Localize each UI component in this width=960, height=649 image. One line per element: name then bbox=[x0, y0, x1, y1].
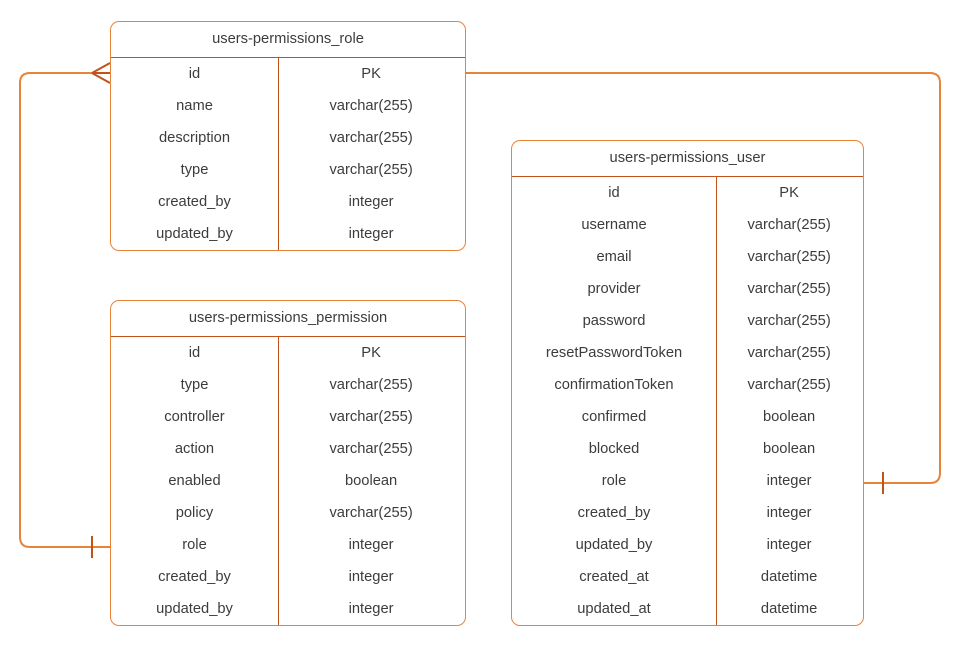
field-name: created_by bbox=[158, 194, 231, 210]
field-type: varchar(255) bbox=[747, 313, 831, 329]
entity-fields-permission: id type controller action enabled policy role c… bbox=[111, 336, 465, 625]
field-name: updated_by bbox=[156, 226, 233, 242]
field-name: type bbox=[180, 162, 209, 178]
field-type: integer bbox=[348, 601, 394, 617]
entity-fields-user: id username email provider password resetPass… bbox=[512, 176, 863, 625]
cardinality-many-prong-2 bbox=[91, 72, 111, 84]
field-name: created_at bbox=[579, 569, 649, 585]
field-type: integer bbox=[766, 537, 812, 553]
field-name-column-permission: id type controller action enabled policy role c… bbox=[111, 337, 278, 625]
field-name: name bbox=[176, 98, 213, 114]
field-type: boolean bbox=[762, 409, 816, 425]
entity-title-role: users-permissions_role bbox=[212, 31, 364, 47]
cardinality-many-prong-0 bbox=[91, 62, 111, 74]
field-name: updated_by bbox=[156, 601, 233, 617]
field-type: boolean bbox=[344, 473, 398, 489]
field-type: varchar(255) bbox=[329, 162, 413, 178]
field-name: enabled bbox=[168, 473, 221, 489]
field-name: updated_by bbox=[575, 537, 653, 553]
field-type: boolean bbox=[762, 441, 816, 457]
field-type: varchar(255) bbox=[747, 281, 831, 297]
field-type: PK bbox=[361, 345, 381, 361]
field-name: email bbox=[596, 249, 632, 265]
field-name: role bbox=[182, 537, 207, 553]
field-name: type bbox=[180, 377, 209, 393]
field-type: varchar(255) bbox=[329, 505, 413, 521]
field-type: integer bbox=[766, 473, 812, 489]
field-type: integer bbox=[348, 569, 394, 585]
field-name: id bbox=[188, 66, 201, 82]
field-type: PK bbox=[361, 66, 381, 82]
field-name: username bbox=[581, 217, 647, 233]
field-type: datetime bbox=[760, 601, 818, 617]
field-type: integer bbox=[348, 226, 394, 242]
field-name: description bbox=[158, 130, 231, 146]
field-name: id bbox=[608, 185, 620, 201]
field-name: updated_at bbox=[577, 601, 651, 617]
field-type-column-role: PK varchar(255) varchar(255) varchar(255) in… bbox=[278, 58, 464, 250]
field-type: varchar(255) bbox=[329, 130, 413, 146]
column-divider bbox=[278, 337, 280, 625]
field-type: varchar(255) bbox=[747, 249, 831, 265]
field-name: created_by bbox=[158, 569, 231, 585]
relationship-line bbox=[19, 72, 110, 548]
field-type: varchar(255) bbox=[747, 345, 831, 361]
entity-title-user: users-permissions_user bbox=[609, 150, 766, 166]
field-name: confirmed bbox=[581, 409, 647, 425]
field-type: PK bbox=[779, 185, 799, 201]
entity-title-permission: users-permissions_permission bbox=[188, 310, 388, 326]
field-name: controller bbox=[164, 409, 225, 425]
field-name-column-role: id name description type created_by updated_b… bbox=[111, 58, 278, 250]
field-name: role bbox=[601, 473, 627, 489]
field-name: confirmationToken bbox=[554, 377, 674, 393]
column-divider bbox=[716, 177, 718, 625]
field-type-column-user: PK varchar(255) varchar(255) varchar(255) va… bbox=[716, 177, 862, 625]
field-type: varchar(255) bbox=[329, 377, 413, 393]
field-type: varchar(255) bbox=[329, 98, 413, 114]
field-type: datetime bbox=[760, 569, 818, 585]
entity-fields-role: id name description type created_by updated_b… bbox=[111, 57, 465, 250]
field-type: integer bbox=[348, 537, 394, 553]
field-name: created_by bbox=[577, 505, 651, 521]
field-type-column-permission: PK varchar(255) varchar(255) varchar(255) bo… bbox=[278, 337, 464, 625]
field-name: blocked bbox=[588, 441, 640, 457]
field-name: action bbox=[174, 441, 215, 457]
column-divider bbox=[278, 58, 280, 250]
field-name: policy bbox=[175, 505, 214, 521]
field-name: resetPasswordToken bbox=[545, 345, 683, 361]
field-name: provider bbox=[587, 281, 641, 297]
relationship-permission-role[interactable] bbox=[19, 62, 111, 558]
field-name-column-user: id username email provider password resetPass… bbox=[512, 177, 716, 625]
field-type: varchar(255) bbox=[329, 409, 413, 425]
field-name: id bbox=[188, 345, 201, 361]
field-type: varchar(255) bbox=[747, 217, 831, 233]
field-type: varchar(255) bbox=[329, 441, 413, 457]
field-type: integer bbox=[348, 194, 394, 210]
field-type: varchar(255) bbox=[747, 377, 831, 393]
field-type: integer bbox=[766, 505, 812, 521]
field-name: password bbox=[582, 313, 646, 329]
